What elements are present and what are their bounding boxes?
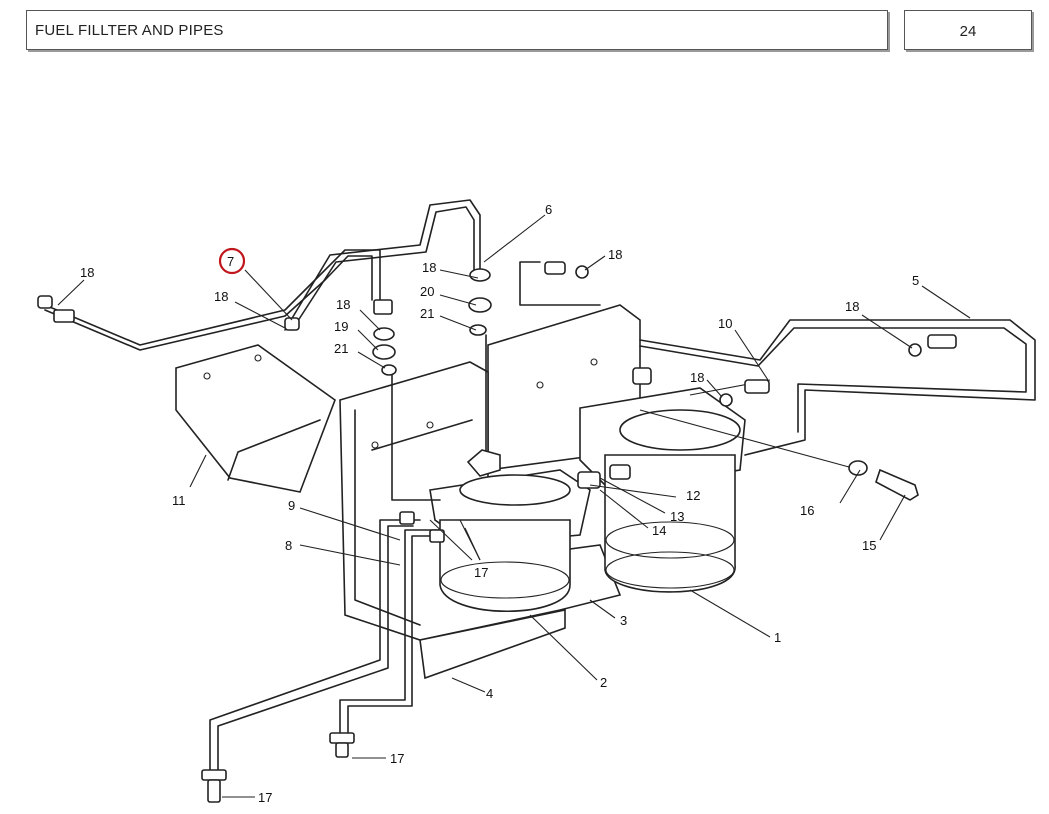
callout-21-b: 21 [420,306,434,321]
callout-8: 8 [285,538,292,553]
callout-16: 16 [800,503,814,518]
header-title-box: FUEL FILLTER AND PIPES [26,10,888,50]
callout-17-pipe-b: 17 [258,790,272,805]
callout-labels: 1 2 3 4 5 6 7 8 9 10 11 12 13 14 15 16 1… [80,202,919,805]
callout-21-a: 21 [334,341,348,356]
callout-19: 19 [334,319,348,334]
callout-20: 20 [420,284,434,299]
callout-10: 10 [718,316,732,331]
filter-bowl-left [439,519,571,613]
callout-15: 15 [862,538,876,553]
callout-18-left: 18 [80,265,94,280]
callout-6: 6 [545,202,552,217]
fittings [37,261,957,803]
page-title: FUEL FILLTER AND PIPES [35,22,224,39]
callout-18-right: 18 [845,299,859,314]
callout-13: 13 [670,509,684,524]
base-plate [419,609,566,680]
callout-4: 4 [486,686,493,701]
fuel-pipes-bottom [209,519,441,771]
page-number: 24 [959,23,977,40]
callout-2: 2 [600,675,607,690]
callout-7: 7 [227,254,234,269]
callout-3: 3 [620,613,627,628]
bracket-11 [175,344,336,493]
callout-17-filters: 17 [474,565,488,580]
callout-18-banjo-a: 18 [336,297,350,312]
header-page-box: 24 [904,10,1032,50]
callout-1: 1 [774,630,781,645]
fuel-pipes-top [44,199,487,501]
callout-18-top: 18 [608,247,622,262]
callout-11: 11 [172,493,186,508]
callout-9: 9 [288,498,295,513]
leader-lines [57,214,971,798]
callout-18-pipe: 18 [214,289,228,304]
callout-5: 5 [912,273,919,288]
callout-14: 14 [652,523,666,538]
callout-17-pipe-a: 17 [390,751,404,766]
callout-18-banjo-b: 18 [422,260,436,275]
highlight-circle [218,247,246,275]
filter-bowl-right [604,454,736,593]
fuel-pipes-right [519,261,1036,471]
callout-12: 12 [686,488,700,503]
callout-18-mid: 18 [690,370,704,385]
